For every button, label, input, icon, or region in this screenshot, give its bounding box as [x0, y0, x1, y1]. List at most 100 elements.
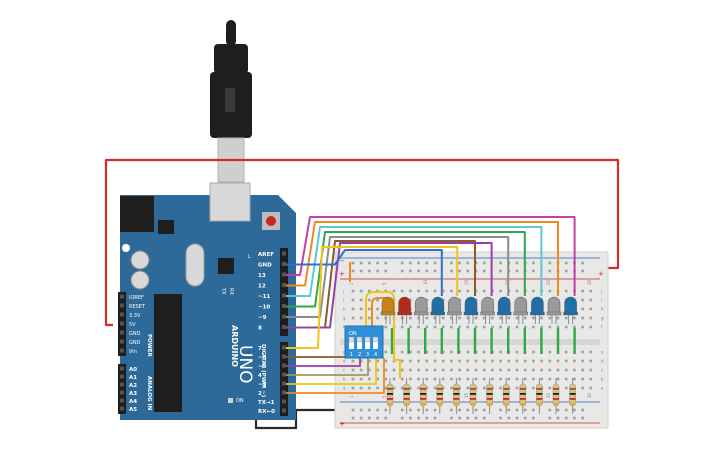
- rail-hole[interactable]: [359, 269, 363, 273]
- breadboard-hole[interactable]: [417, 377, 420, 381]
- breadboard-hole[interactable]: [548, 359, 552, 363]
- breadboard-hole[interactable]: [507, 316, 511, 320]
- rail-hole[interactable]: [573, 408, 576, 412]
- rail-hole[interactable]: [458, 408, 461, 412]
- breadboard-hole[interactable]: [359, 377, 363, 381]
- resistor[interactable]: [536, 378, 543, 414]
- rail-hole[interactable]: [581, 408, 584, 412]
- rail-hole[interactable]: [433, 269, 437, 273]
- rail-hole[interactable]: [482, 261, 486, 265]
- dip-toggle-knob[interactable]: [348, 336, 355, 343]
- resistor[interactable]: [453, 378, 460, 414]
- breadboard-hole[interactable]: [409, 350, 412, 354]
- led[interactable]: [447, 296, 462, 324]
- rail-hole[interactable]: [384, 416, 388, 420]
- dip-toggle-slot[interactable]: [373, 337, 378, 349]
- signal-wire[interactable]: [286, 249, 443, 296]
- breadboard-hole[interactable]: [441, 386, 445, 390]
- breadboard-hole[interactable]: [384, 368, 388, 372]
- breadboard-hole[interactable]: [515, 289, 519, 293]
- digital-pin-hole[interactable]: [282, 304, 286, 308]
- breadboard-hole[interactable]: [581, 350, 584, 354]
- breadboard-hole[interactable]: [458, 289, 461, 293]
- breadboard-hole[interactable]: [368, 316, 371, 320]
- rail-hole[interactable]: [359, 416, 363, 420]
- breadboard-hole[interactable]: [458, 325, 461, 329]
- breadboard-hole[interactable]: [400, 377, 404, 381]
- rail-hole[interactable]: [564, 261, 568, 265]
- breadboard-hole[interactable]: [417, 386, 420, 390]
- rail-hole[interactable]: [474, 416, 478, 420]
- breadboard-hole[interactable]: [417, 325, 420, 329]
- rail-hole[interactable]: [507, 408, 511, 412]
- breadboard-hole[interactable]: [425, 289, 429, 293]
- rail-hole[interactable]: [515, 408, 519, 412]
- breadboard-hole[interactable]: [474, 325, 478, 329]
- breadboard-hole[interactable]: [433, 359, 437, 363]
- breadboard-hole[interactable]: [400, 359, 404, 363]
- rail-hole[interactable]: [409, 408, 412, 412]
- dip-toggle-knob[interactable]: [372, 336, 379, 343]
- breadboard-hole[interactable]: [458, 359, 461, 363]
- dip-toggle-knob[interactable]: [364, 336, 371, 343]
- rail-hole[interactable]: [466, 416, 470, 420]
- usb-cable[interactable]: [210, 20, 252, 183]
- breadboard-hole[interactable]: [466, 350, 470, 354]
- breadboard-hole[interactable]: [499, 377, 502, 381]
- breadboard-hole[interactable]: [351, 368, 355, 372]
- led-array[interactable]: [380, 296, 578, 324]
- breadboard-hole[interactable]: [482, 377, 486, 381]
- rail-hole[interactable]: [417, 269, 420, 273]
- breadboard-hole[interactable]: [417, 359, 420, 363]
- breadboard-hole[interactable]: [409, 298, 412, 302]
- rail-hole[interactable]: [384, 261, 388, 265]
- breadboard-hole[interactable]: [368, 298, 371, 302]
- rail-hole[interactable]: [425, 261, 429, 265]
- rail-hole[interactable]: [556, 408, 560, 412]
- breadboard-hole[interactable]: [351, 386, 355, 390]
- digital-pin-hole[interactable]: [282, 283, 286, 287]
- rail-hole[interactable]: [482, 269, 486, 273]
- breadboard-hole[interactable]: [499, 359, 502, 363]
- rail-hole[interactable]: [351, 416, 355, 420]
- breadboard-hole[interactable]: [392, 368, 396, 372]
- breadboard-hole[interactable]: [359, 289, 363, 293]
- breadboard-hole[interactable]: [482, 350, 486, 354]
- rail-hole[interactable]: [458, 261, 461, 265]
- rail-hole[interactable]: [400, 408, 404, 412]
- led[interactable]: [463, 296, 479, 324]
- digital-pin-hole[interactable]: [282, 390, 286, 395]
- breadboard-hole[interactable]: [589, 316, 593, 320]
- rail-hole[interactable]: [581, 269, 584, 273]
- rail-hole[interactable]: [556, 416, 560, 420]
- breadboard-hole[interactable]: [548, 368, 552, 372]
- led[interactable]: [480, 296, 495, 324]
- resistor[interactable]: [403, 378, 410, 414]
- breadboard-hole[interactable]: [474, 377, 478, 381]
- breadboard-hole[interactable]: [589, 298, 593, 302]
- digital-pin-hole[interactable]: [282, 345, 286, 350]
- breadboard-hole[interactable]: [507, 359, 511, 363]
- breadboard-hole[interactable]: [532, 359, 535, 363]
- breadboard-hole[interactable]: [359, 307, 363, 311]
- led[interactable]: [497, 296, 512, 324]
- breadboard-hole[interactable]: [564, 377, 568, 381]
- resistor[interactable]: [502, 378, 510, 414]
- breadboard-hole[interactable]: [417, 350, 420, 354]
- breadboard-hole[interactable]: [507, 368, 511, 372]
- breadboard-hole[interactable]: [425, 377, 429, 381]
- breadboard-hole[interactable]: [482, 386, 486, 390]
- digital-pin-hole[interactable]: [282, 408, 286, 413]
- signal-wire-yellow-top[interactable]: [286, 246, 459, 349]
- breadboard-hole[interactable]: [400, 368, 404, 372]
- signal-wire-yellow-loop[interactable]: [365, 291, 401, 378]
- breadboard-hole[interactable]: [466, 316, 470, 320]
- breadboard-hole[interactable]: [532, 289, 535, 293]
- rail-hole[interactable]: [384, 269, 388, 273]
- breadboard-hole[interactable]: [482, 325, 486, 329]
- breadboard-hole[interactable]: [433, 377, 437, 381]
- breadboard-hole[interactable]: [482, 289, 486, 293]
- breadboard-hole[interactable]: [409, 359, 412, 363]
- led[interactable]: [430, 296, 445, 324]
- breadboard-hole[interactable]: [581, 386, 584, 390]
